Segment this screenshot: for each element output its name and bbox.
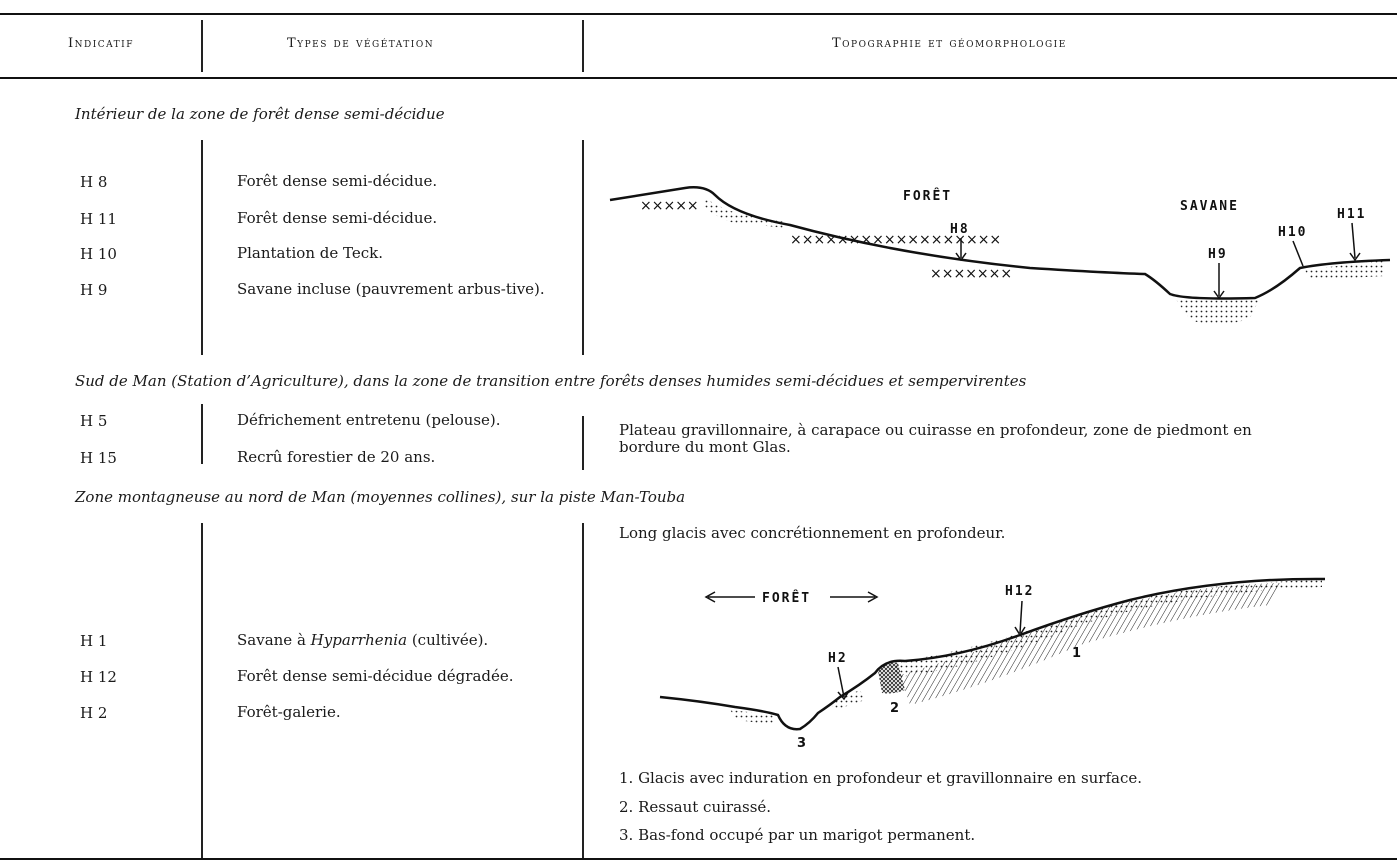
section2-veg-2: Recrû forestier de 20 ans. <box>237 448 436 466</box>
header-divider-2 <box>582 20 584 72</box>
section2-divider-1 <box>201 404 203 464</box>
glacis-hatch <box>900 583 1280 705</box>
section2-topo-line2: bordure du mont Glas. <box>619 438 791 456</box>
section2-divider-2 <box>582 416 584 470</box>
section1-code-1: H 8 <box>80 173 108 191</box>
section1-veg-3: Plantation de Teck. <box>237 244 383 262</box>
section2-veg-1: Défrichement entretenu (pelouse). <box>237 411 501 429</box>
header-rule <box>0 77 1397 79</box>
section3-veg-1-pre: Savane à <box>237 631 311 649</box>
diagram-number-1: 1 <box>1072 646 1081 661</box>
ressaut-crosshatch <box>878 662 905 694</box>
section1-veg-1: Forêt dense semi-décidue. <box>237 172 438 190</box>
section3-veg-1: Savane à Hyparrhenia (cultivée). <box>237 632 488 649</box>
section1-veg-2: Forêt dense semi-décidue. <box>237 209 438 227</box>
legend-item-3: 3. Bas-fond occupé par un marigot perman… <box>619 826 976 844</box>
diagram-label-savane: SAVANE <box>1180 199 1239 214</box>
diagram-label-h12: H12 <box>1005 584 1034 599</box>
svg-text:×××××: ××××× <box>640 198 699 214</box>
section1-divider-1 <box>201 140 203 355</box>
header-topographie: Topographie et géomorphologie <box>832 36 1067 51</box>
section1-divider-2 <box>582 140 584 355</box>
section3-title: Zone montagneuse au nord de Man (moyenne… <box>75 488 686 506</box>
section3-code-1: H 1 <box>80 632 108 650</box>
section3-divider-2 <box>582 523 584 858</box>
svg-text:××××××××××××××××××: ×××××××××××××××××× <box>790 232 1001 248</box>
legend-item-2: 2. Ressaut cuirassé. <box>619 798 772 816</box>
terrain-profile-line-2 <box>659 577 1326 731</box>
header-vegetation: Types de végétation <box>287 36 435 51</box>
section3-profile-diagram: FORÊT H12 H2 1 2 3 <box>659 577 1326 751</box>
section3-veg-1-post: (cultivée). <box>407 631 489 649</box>
section2-code-1: H 5 <box>80 412 108 430</box>
bottom-rule <box>0 858 1397 860</box>
section1-code-2: H 11 <box>80 210 117 228</box>
section3-code-3: H 2 <box>80 704 108 722</box>
diagram-label-foret-2: FORÊT <box>762 590 811 606</box>
section1-code-3: H 10 <box>80 245 117 263</box>
section1-profile-diagram: ××××× ×××××××××××××××××× ××××××× FORÊT S… <box>609 186 1391 325</box>
section3-topo-intro: Long glacis avec concrétionnement en pro… <box>619 524 1006 542</box>
section1-title: Intérieur de la zone de forêt dense semi… <box>75 105 445 123</box>
diagram-label-h9: H9 <box>1208 247 1228 262</box>
svg-text:×××××××: ××××××× <box>930 266 1012 282</box>
diagram-label-foret: FORÊT <box>903 188 952 204</box>
header-indicatif: Indicatif <box>68 36 134 51</box>
top-rule <box>0 13 1397 15</box>
section3-code-2: H 12 <box>80 668 117 686</box>
section3-divider-1 <box>201 523 203 858</box>
section1-veg-4: Savane incluse (pauvrement arbus-tive). <box>237 280 545 298</box>
section3-veg-3: Forêt-galerie. <box>237 703 341 721</box>
section1-code-4: H 9 <box>80 281 108 299</box>
diagram-label-h10: H10 <box>1278 225 1307 240</box>
section3-veg-1-genus: Hyparrhenia <box>310 631 408 649</box>
diagram-label-h11: H11 <box>1337 207 1366 222</box>
forest-cross-marks: ××××× ×××××××××××××××××× ××××××× <box>640 198 1012 282</box>
glacis-dots <box>888 580 1322 677</box>
diagram-number-3: 3 <box>797 736 806 751</box>
section2-code-2: H 15 <box>80 449 117 467</box>
terrain-profile-line <box>609 186 1391 300</box>
legend-item-1: 1. Glacis avec induration en profondeur … <box>619 769 1143 787</box>
diagram-label-h8: H8 <box>950 222 970 237</box>
section3-veg-2: Forêt dense semi-décidue dégradée. <box>237 667 514 685</box>
header-divider-1 <box>201 20 203 72</box>
soil-dots-savane <box>1175 298 1260 325</box>
section2-topo-line1: Plateau gravillonnaire, à carapace ou cu… <box>619 422 1252 439</box>
basfond-dots <box>730 710 775 725</box>
diagram-label-h2: H2 <box>828 651 848 666</box>
diagram-number-2: 2 <box>890 701 899 716</box>
soil-dots-right <box>1305 260 1385 280</box>
section2-title: Sud de Man (Station d’Agriculture), dans… <box>75 372 1027 390</box>
